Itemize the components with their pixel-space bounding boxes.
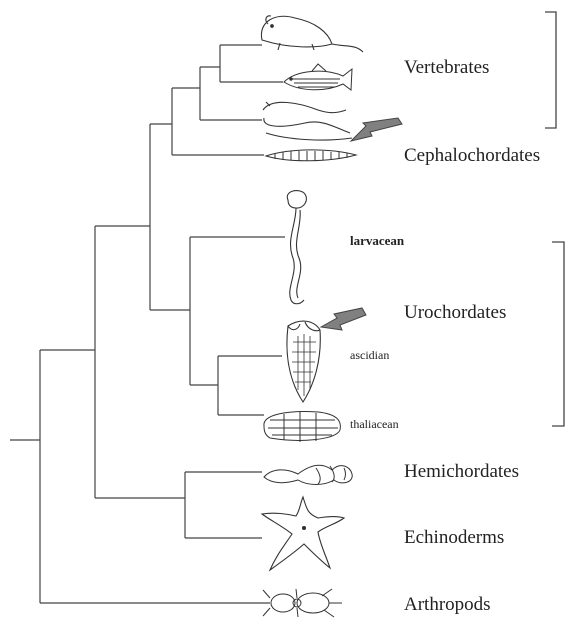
insect-icon [263,589,342,617]
fish-icon [284,64,352,90]
larvacean-icon [287,191,306,304]
label-arthropods: Arthropods [404,594,491,616]
ascidian-icon [287,321,320,402]
acorn-worm-icon [264,465,352,484]
thaliacean-icon [264,412,340,442]
brackets [545,12,564,426]
lamprey-icon [263,102,352,140]
label-ascidian: ascidian [350,348,389,363]
arrow-icon [351,118,402,141]
arrow-icon [321,308,366,330]
label-vertebrates: Vertebrates [404,57,489,79]
lancelet-icon [266,150,356,161]
label-larvacean: larvacean [350,233,404,249]
starfish-icon [262,497,344,570]
label-urochordates: Urochordates [404,302,506,324]
label-hemichordates: Hemichordates [404,461,519,483]
label-thaliacean: thaliacean [350,417,399,432]
tree-branches [10,45,285,603]
label-cephalochordates: Cephalochordates [404,145,540,167]
label-echinoderms: Echinoderms [404,527,504,549]
mouse-icon [261,16,363,52]
